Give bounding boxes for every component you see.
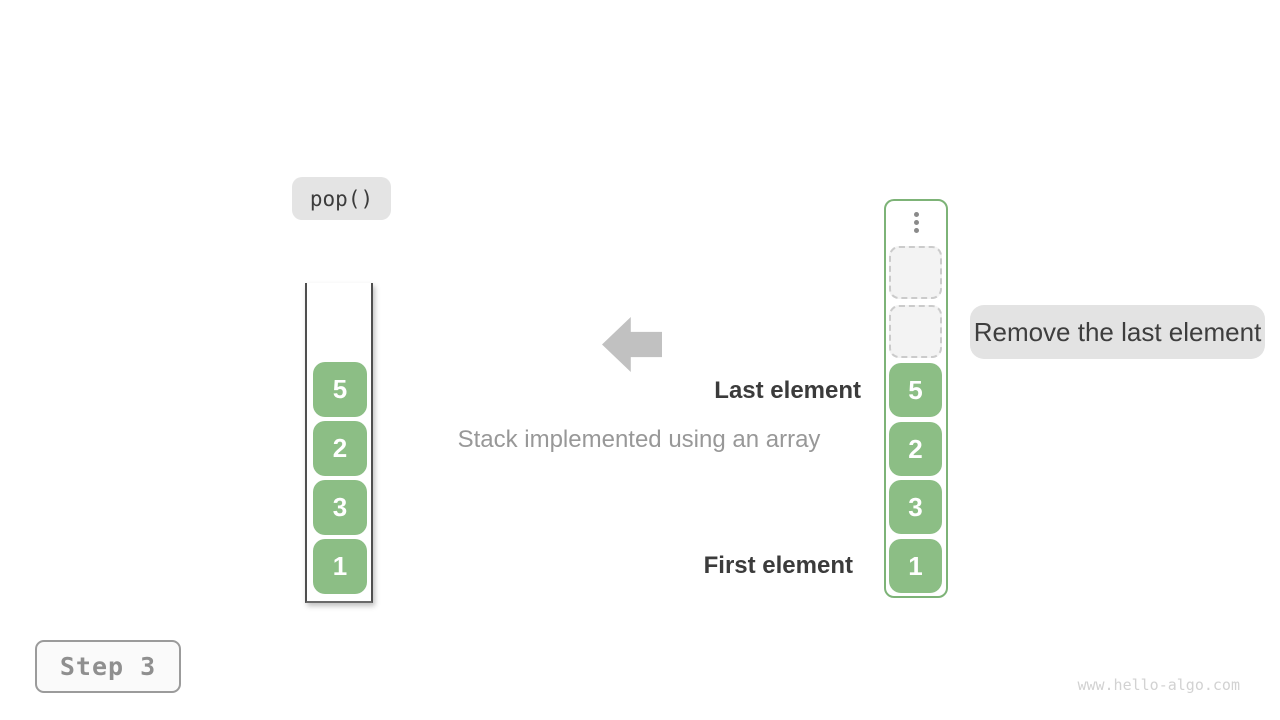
array-cell: 5 xyxy=(889,363,942,417)
diagram-caption: Stack implemented using an array xyxy=(457,426,821,453)
left-arrow-icon xyxy=(602,317,662,372)
stack-container: 5 2 3 1 xyxy=(305,283,373,603)
watermark-text: www.hello-algo.com xyxy=(1077,676,1240,694)
stack-cell: 3 xyxy=(313,480,367,535)
pop-operation-label: pop() xyxy=(292,177,391,220)
stack-cell: 5 xyxy=(313,362,367,417)
step-indicator: Step 3 xyxy=(35,640,181,693)
first-element-label: First element xyxy=(703,552,853,579)
stack-cell: 2 xyxy=(313,421,367,476)
stack-cell: 1 xyxy=(313,539,367,594)
empty-array-slot xyxy=(889,305,942,358)
array-cell: 2 xyxy=(889,422,942,476)
last-element-label: Last element xyxy=(714,377,861,404)
array-container: 5 2 3 1 xyxy=(884,199,948,598)
vertical-ellipsis-icon xyxy=(886,212,946,233)
remove-last-element-callout: Remove the last element xyxy=(970,305,1265,359)
empty-array-slot xyxy=(889,246,942,299)
array-cell: 3 xyxy=(889,480,942,534)
array-cell: 1 xyxy=(889,539,942,593)
